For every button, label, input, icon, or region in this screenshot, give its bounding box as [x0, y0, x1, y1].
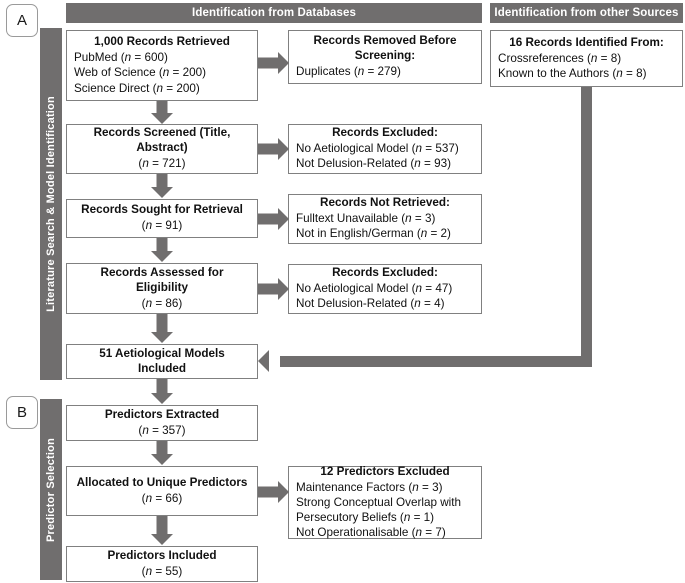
- arrow-assessed-to-excluded-2: [258, 278, 289, 300]
- node-records-not-retrieved-line-1: Not in English/German (n = 2): [296, 227, 451, 241]
- arrow-retrieved-to-removed: [258, 52, 289, 74]
- stage-header-databases-label: Identification from Databases: [192, 6, 356, 19]
- node-records-removed: Records Removed Before Screening: Duplic…: [288, 30, 482, 84]
- node-records-excluded-1: Records Excluded: No Aetiological Model …: [288, 124, 482, 174]
- node-records-not-retrieved-title: Records Not Retrieved:: [320, 196, 450, 210]
- node-records-retrieved-title: 1,000 Records Retrieved: [94, 35, 230, 49]
- node-records-screened-title: Records Screened (Title, Abstract): [93, 126, 231, 155]
- node-models-included: 51 Aetiological Models Included: [66, 344, 258, 379]
- arrow-retrieved-to-screened: [151, 101, 173, 125]
- elbow-other-sources-vertical: [581, 87, 592, 367]
- node-predictors-extracted-title: Predictors Extracted: [104, 407, 220, 421]
- arrow-sought-to-assessed: [151, 238, 173, 264]
- node-predictors-extracted: Predictors Extracted (n = 357): [66, 405, 258, 441]
- rail-literature-search: Literature Search & Model Identification: [40, 28, 62, 380]
- node-other-sources-line-1: Known to the Authors (n = 8): [498, 66, 647, 80]
- node-allocated-unique-title: Allocated to Unique Predictors: [76, 475, 248, 489]
- stage-header-other-sources: Identification from other Sources: [490, 3, 683, 23]
- node-records-not-retrieved: Records Not Retrieved: Fulltext Unavaila…: [288, 194, 482, 244]
- node-allocated-unique-count: (n = 66): [141, 491, 183, 505]
- panel-tag-a-label: A: [16, 12, 27, 29]
- arrow-extracted-to-allocated: [151, 441, 173, 467]
- node-models-included-title: 51 Aetiological Models Included: [99, 346, 225, 375]
- node-other-sources-line-0: Crossreferences (n = 8): [498, 51, 622, 65]
- node-other-sources-title: 16 Records Identified From:: [509, 35, 664, 49]
- panel-tag-a: A: [6, 4, 38, 37]
- arrow-allocated-to-included: [151, 516, 173, 547]
- node-predictors-excluded-line-0: Maintenance Factors (n = 3): [296, 480, 443, 494]
- node-predictors-included-count: (n = 55): [141, 564, 183, 578]
- arrow-screened-to-sought: [151, 174, 173, 200]
- arrow-other-sources-to-models-included: [258, 350, 282, 372]
- node-predictors-included: Predictors Included (n = 55): [66, 546, 258, 582]
- node-allocated-unique: Allocated to Unique Predictors (n = 66): [66, 466, 258, 516]
- node-records-excluded-1-title: Records Excluded:: [332, 126, 438, 140]
- node-predictors-excluded-line-1: Strong Conceptual Overlap with: [296, 495, 462, 509]
- node-records-assessed-count: (n = 86): [141, 296, 183, 310]
- node-records-retrieved: 1,000 Records Retrieved PubMed (n = 600)…: [66, 30, 258, 101]
- node-records-excluded-2-line-0: No Aetiological Model (n = 47): [296, 282, 453, 296]
- node-predictors-included-title: Predictors Included: [107, 548, 217, 562]
- stage-header-other-sources-label: Identification from other Sources: [494, 6, 679, 19]
- node-predictors-excluded-line-2: Persecutory Beliefs (n = 1): [296, 510, 435, 524]
- node-records-sought-title: Records Sought for Retrieval: [81, 203, 243, 217]
- rail-predictor-selection: Predictor Selection: [40, 399, 62, 580]
- node-records-assessed-title: Records Assessed for Eligibility: [100, 265, 224, 294]
- node-records-retrieved-line-0: PubMed (n = 600): [74, 51, 168, 65]
- rail-literature-search-label: Literature Search & Model Identification: [45, 96, 57, 312]
- node-records-not-retrieved-line-0: Fulltext Unavailable (n = 3): [296, 212, 436, 226]
- arrow-allocated-to-excluded: [258, 481, 289, 503]
- node-records-excluded-2-title: Records Excluded:: [332, 266, 438, 280]
- node-records-removed-line-0: Duplicates (n = 279): [296, 65, 401, 79]
- rail-predictor-selection-label: Predictor Selection: [45, 437, 57, 542]
- node-records-screened: Records Screened (Title, Abstract) (n = …: [66, 124, 258, 174]
- node-records-screened-count: (n = 721): [138, 157, 186, 171]
- arrow-assessed-to-models-included: [151, 314, 173, 345]
- node-records-excluded-2: Records Excluded: No Aetiological Model …: [288, 264, 482, 314]
- node-records-excluded-1-line-1: Not Delusion-Related (n = 93): [296, 157, 451, 171]
- node-records-sought: Records Sought for Retrieval (n = 91): [66, 199, 258, 238]
- node-predictors-excluded: 12 Predictors Excluded Maintenance Facto…: [288, 464, 482, 540]
- stage-header-databases: Identification from Databases: [66, 3, 482, 23]
- node-predictors-excluded-line-3: Not Operationalisable (n = 7): [296, 526, 446, 540]
- node-records-assessed: Records Assessed for Eligibility (n = 86…: [66, 263, 258, 314]
- node-records-excluded-2-line-1: Not Delusion-Related (n = 4): [296, 297, 445, 311]
- node-records-retrieved-line-2: Science Direct (n = 200): [74, 81, 200, 95]
- node-records-excluded-1-line-0: No Aetiological Model (n = 537): [296, 142, 459, 156]
- node-records-retrieved-line-1: Web of Science (n = 200): [74, 66, 207, 80]
- arrow-models-included-to-extracted: [151, 379, 173, 406]
- panel-tag-b-label: B: [16, 404, 27, 421]
- node-records-removed-title: Records Removed Before Screening:: [313, 34, 457, 63]
- arrow-sought-to-not-retrieved: [258, 208, 289, 230]
- node-other-sources: 16 Records Identified From: Crossreferen…: [490, 30, 683, 87]
- elbow-other-sources-horizontal: [280, 356, 592, 367]
- panel-tag-b: B: [6, 396, 38, 429]
- node-records-sought-count: (n = 91): [141, 219, 183, 233]
- node-predictors-excluded-title: 12 Predictors Excluded: [320, 464, 450, 478]
- node-predictors-extracted-count: (n = 357): [138, 423, 186, 437]
- arrow-screened-to-excluded-1: [258, 138, 289, 160]
